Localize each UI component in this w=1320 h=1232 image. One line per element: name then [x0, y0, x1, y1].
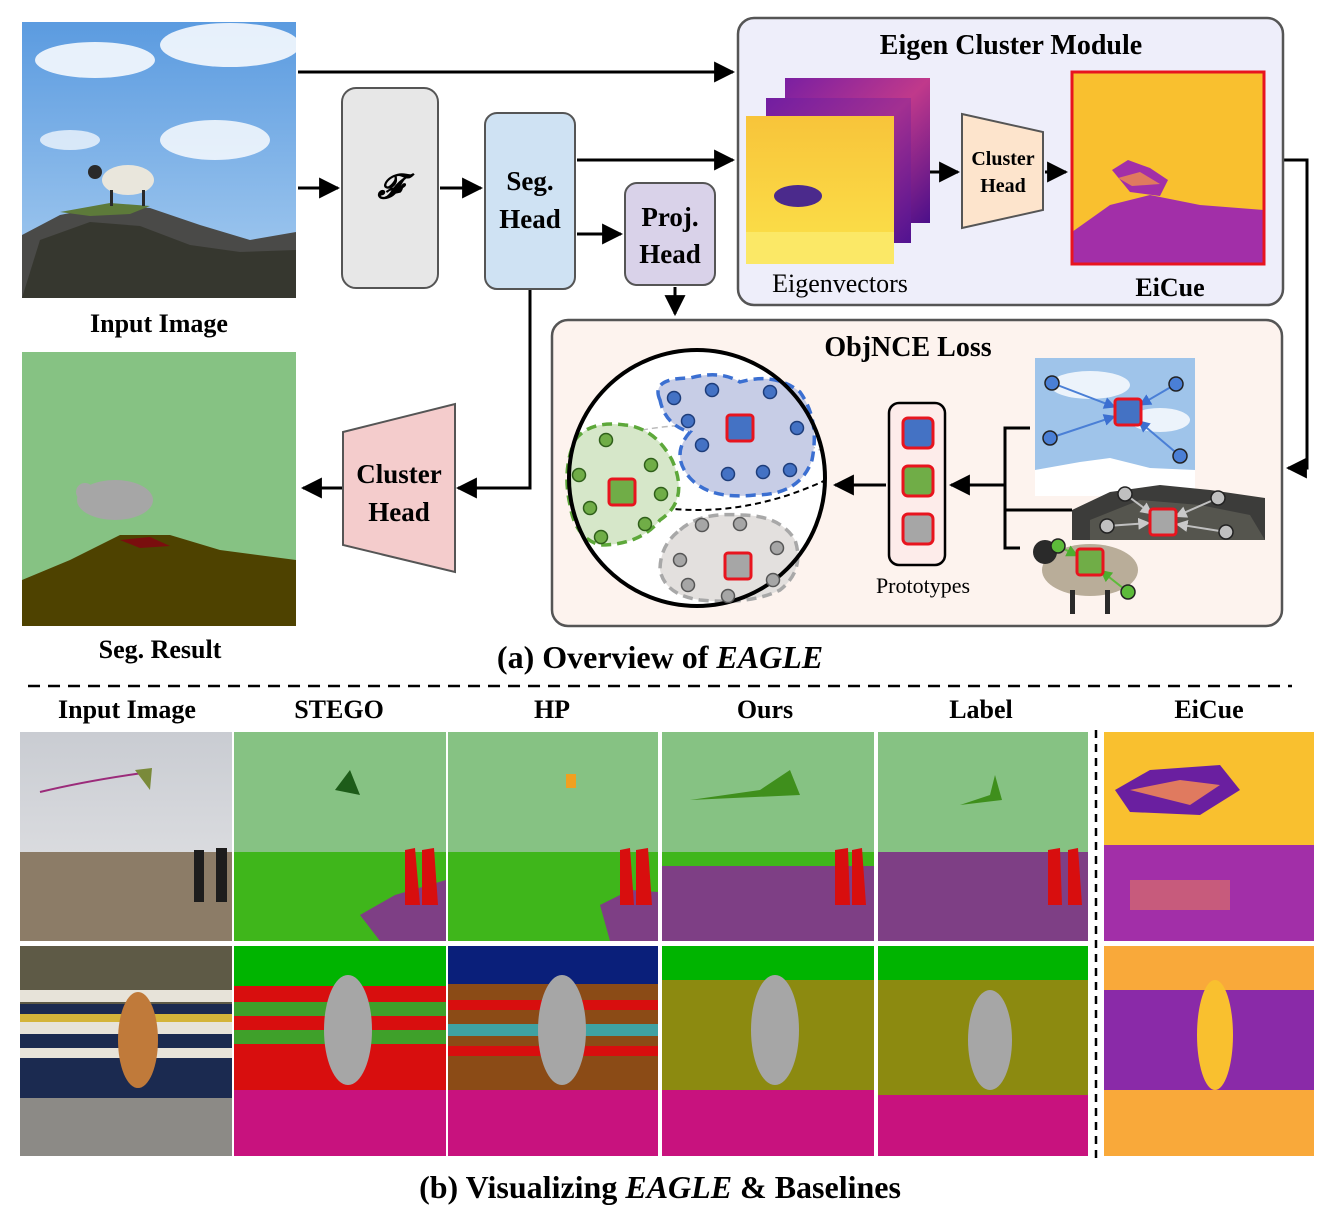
eigen-module-title: Eigen Cluster Module	[880, 30, 1142, 61]
green-cluster-point	[653, 486, 669, 502]
eigenvector-stack	[746, 78, 930, 264]
eigen-cluster-head	[961, 112, 1044, 230]
proj-head-line2: Head	[639, 239, 701, 269]
prototype-squares	[901, 416, 935, 546]
blue-cluster-centroid	[725, 413, 755, 443]
row2-stego-map	[234, 946, 446, 1156]
col-header-label: Label	[949, 695, 1013, 724]
green-cluster-point	[637, 516, 653, 532]
row1-ours-map	[662, 732, 874, 941]
row2-input-image	[20, 946, 232, 1156]
blue-cluster-point	[666, 390, 682, 406]
gray-cluster-point	[720, 588, 736, 604]
eigenvectors-label: Eigenvectors	[772, 269, 908, 298]
row2-ours-map	[662, 946, 874, 1156]
objnce-title: ObjNCE Loss	[824, 332, 991, 363]
blue-cluster	[666, 382, 805, 482]
blue-cluster-point	[720, 466, 736, 482]
eigen-cluster-head-line1: Cluster	[971, 148, 1034, 170]
row1-eicue-map	[1104, 732, 1314, 941]
main-cluster-head-line1: Cluster	[356, 459, 441, 489]
gray-cluster-point	[680, 577, 696, 593]
gray-cluster-point	[732, 516, 748, 532]
green-cluster-point	[598, 432, 614, 448]
prototype-square	[901, 464, 935, 498]
sky-crop-centroid	[1113, 397, 1143, 427]
row1-input-image	[20, 732, 232, 941]
row1-hp-map	[448, 732, 658, 941]
green-cluster-point	[582, 500, 598, 516]
gray-cluster-point	[769, 540, 785, 556]
rock-crop-centroid	[1148, 507, 1178, 537]
blue-cluster-point	[789, 420, 805, 436]
sheep-crop-centroid	[1075, 547, 1105, 577]
objects-to-prototypes-arrows	[948, 426, 1072, 550]
blue-cluster-point	[755, 464, 771, 480]
blue-cluster-point	[694, 437, 710, 453]
rock-crop-points	[1099, 486, 1234, 540]
proj-head-block	[624, 182, 716, 286]
prototypes-label: Prototypes	[876, 573, 970, 598]
eicue-map	[1070, 70, 1266, 266]
seg-result-label: Seg. Result	[99, 635, 222, 664]
prototype-square	[901, 416, 935, 450]
gray-cluster-point	[694, 517, 710, 533]
green-cluster-centroid	[607, 477, 637, 507]
overview-arrows	[298, 61, 1309, 499]
green-cluster	[571, 432, 669, 545]
green-cluster-point	[571, 467, 587, 483]
seg-result-map	[22, 352, 296, 626]
caption-a-prefix: (a) Overview of	[497, 639, 716, 675]
caption-b-em: EAGLE	[624, 1169, 732, 1205]
caption-a-em: EAGLE	[715, 639, 823, 675]
caption-b-suffix: & Baselines	[732, 1169, 901, 1205]
input-image	[22, 22, 300, 298]
seg-head-line1: Seg.	[506, 166, 553, 196]
col-header-input: Input Image	[58, 695, 196, 724]
blue-cluster-point	[762, 384, 778, 400]
col-header-stego: STEGO	[294, 695, 384, 724]
sky-crop-points	[1042, 375, 1188, 464]
row2-hp-map	[448, 946, 658, 1156]
green-cluster-point	[643, 457, 659, 473]
main-cluster-head-line2: Head	[368, 497, 430, 527]
row2-label-map	[878, 946, 1088, 1156]
row2-eicue-map	[1104, 946, 1314, 1156]
gray-cluster-point	[672, 552, 688, 568]
gray-cluster-centroid	[723, 551, 753, 581]
col-header-eicue: EiCue	[1174, 695, 1243, 724]
prototype-square	[901, 512, 935, 546]
eigen-cluster-head-line2: Head	[980, 175, 1026, 197]
input-image-label: Input Image	[90, 309, 228, 338]
seg-head-block	[484, 112, 576, 290]
main-cluster-head	[342, 402, 456, 574]
green-cluster-point	[593, 529, 609, 545]
row1-stego-map	[234, 732, 446, 941]
sheep-icon	[102, 165, 154, 195]
embedding-sphere	[565, 348, 827, 608]
caption-b-prefix: (b) Visualizing	[419, 1169, 625, 1205]
caption-a: (a) Overview of EAGLE	[497, 639, 823, 675]
blue-cluster-point	[782, 462, 798, 478]
gray-cluster	[672, 516, 785, 604]
blue-cluster-point	[704, 382, 720, 398]
col-header-ours: Ours	[737, 695, 793, 724]
blue-cluster-point	[680, 413, 696, 429]
caption-b: (b) Visualizing EAGLE & Baselines	[419, 1169, 901, 1205]
seg-head-line2: Head	[499, 204, 561, 234]
comparison-column-headers: Input Image STEGO HP Ours Label EiCue	[58, 695, 1244, 724]
gray-cluster-point	[765, 572, 781, 588]
col-header-hp: HP	[534, 695, 570, 724]
sheep-crop-points	[1050, 538, 1136, 600]
proj-head-line1: Proj.	[641, 202, 698, 232]
row1-label-map	[878, 732, 1088, 941]
eicue-label: EiCue	[1135, 273, 1204, 302]
feature-extractor-block	[341, 87, 439, 289]
